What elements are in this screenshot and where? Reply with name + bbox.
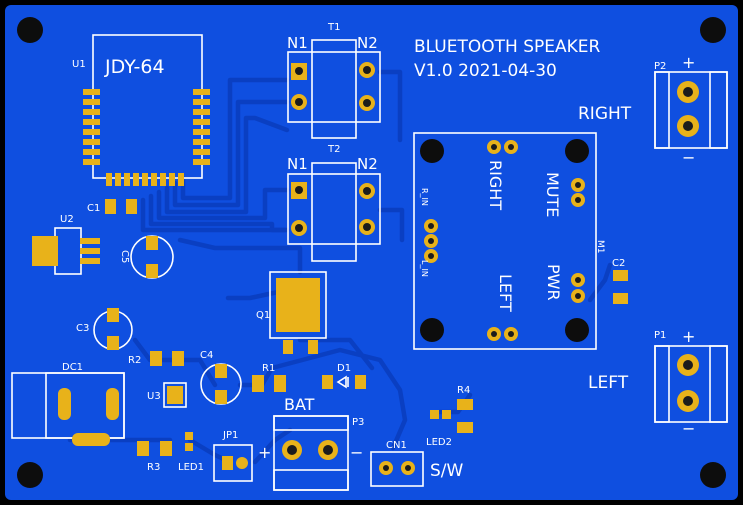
- u1-bluetooth-module: JDY-64 U1: [72, 34, 210, 186]
- jp1-jumper: JP1: [213, 430, 253, 482]
- t1-core: [311, 39, 357, 139]
- left-speaker-label: LEFT: [588, 373, 629, 393]
- c2-label: C2: [612, 258, 625, 269]
- cn1-label: CN1: [386, 440, 407, 451]
- u1-module-label: JDY-64: [104, 56, 165, 78]
- led1: LED1: [178, 432, 204, 473]
- amp-mute-label: MUTE: [543, 172, 562, 217]
- right-speaker-label: RIGHT: [578, 104, 632, 124]
- d1-label: D1: [337, 363, 351, 374]
- mounting-holes: [17, 17, 726, 488]
- r3-resistor: R3: [137, 441, 172, 473]
- q1-transistor: Q1: [256, 271, 327, 354]
- d1-diode: D1: [322, 363, 366, 389]
- c3-label: C3: [76, 323, 89, 334]
- t1-label: T1: [327, 22, 340, 33]
- led2-label: LED2: [426, 437, 452, 448]
- amp-pwr-label: PWR: [544, 264, 563, 301]
- t1-n1-label: N1: [287, 34, 308, 52]
- t2-n1-label: N1: [287, 155, 308, 173]
- m1-amplifier-module: RIGHT LEFT MUTE PWR R_IN L_IN M1: [413, 132, 605, 350]
- c3-capacitor: C3: [76, 308, 133, 350]
- p2-right-speaker-connector: P2 + − RIGHT: [578, 53, 728, 167]
- mounting-hole-br: [700, 462, 726, 488]
- t2-transformer: T2 N1 N2: [287, 144, 381, 262]
- t1-outline: [287, 51, 381, 123]
- amp-left-label: LEFT: [496, 274, 515, 312]
- amp-rin-label: R_IN: [420, 188, 429, 206]
- u3-ic: U3: [147, 382, 187, 408]
- mounting-hole-bl: [17, 462, 43, 488]
- t2-core: [311, 162, 357, 262]
- bat-label: BAT: [284, 395, 315, 414]
- u2-label: U2: [60, 214, 74, 225]
- u1-pads: [83, 89, 210, 186]
- c1-capacitor: C1: [87, 199, 137, 214]
- jp1-label: JP1: [222, 430, 238, 441]
- r2-label: R2: [128, 355, 141, 366]
- p1-minus-label: −: [682, 419, 695, 438]
- t2-outline: [287, 173, 381, 245]
- bat-minus-label: −: [350, 443, 363, 462]
- r4-resistor: R4: [457, 385, 473, 433]
- p1-label: P1: [654, 330, 666, 341]
- led1-label: LED1: [178, 462, 204, 473]
- r1-resistor: R1: [252, 363, 286, 392]
- u2-regulator: U2: [32, 214, 100, 275]
- t1-n2-label: N2: [357, 34, 378, 52]
- c5-label: C5: [119, 250, 130, 263]
- board-substrate: [5, 5, 738, 500]
- mounting-hole-tl: [17, 17, 43, 43]
- r1-label: R1: [262, 363, 275, 374]
- dc1-label: DC1: [62, 362, 83, 373]
- p2-plus-label: +: [682, 53, 695, 72]
- dc1-jack: DC1: [11, 362, 125, 446]
- mounting-hole-tr: [700, 17, 726, 43]
- amp-right-label: RIGHT: [486, 160, 505, 210]
- p2-label: P2: [654, 61, 666, 72]
- p3-label: P3: [352, 417, 364, 428]
- led2: LED2: [426, 410, 452, 448]
- r3-label: R3: [147, 462, 160, 473]
- p2-minus-label: −: [682, 148, 695, 167]
- c1-label: C1: [87, 203, 100, 214]
- bat-plus-label: +: [258, 443, 271, 462]
- p3-battery-connector: BAT P3 + −: [258, 395, 364, 491]
- board-title-line1: BLUETOOTH SPEAKER: [414, 37, 600, 57]
- u3-label: U3: [147, 391, 161, 402]
- c2-capacitor: C2: [612, 258, 628, 304]
- c5-capacitor: C5: [119, 235, 174, 279]
- r2-resistor: R2: [128, 351, 184, 366]
- q1-label: Q1: [256, 310, 270, 321]
- t2-label: T2: [327, 144, 340, 155]
- p1-left-speaker-connector: P1 + − LEFT: [588, 327, 728, 438]
- r4-label: R4: [457, 385, 470, 396]
- sw-label: S/W: [430, 461, 464, 481]
- m1-label: M1: [595, 240, 605, 254]
- c4-capacitor: C4: [200, 350, 242, 405]
- u1-label: U1: [72, 59, 86, 70]
- amp-lin-label: L_IN: [420, 260, 429, 277]
- p1-plus-label: +: [682, 327, 695, 346]
- cn1-switch: CN1 S/W: [370, 440, 464, 487]
- c4-label: C4: [200, 350, 213, 361]
- t2-n2-label: N2: [357, 155, 378, 173]
- t1-transformer: T1 N1 N2: [287, 22, 381, 139]
- m1-outline: [413, 132, 597, 350]
- board-title-line2: V1.0 2021-04-30: [414, 61, 557, 81]
